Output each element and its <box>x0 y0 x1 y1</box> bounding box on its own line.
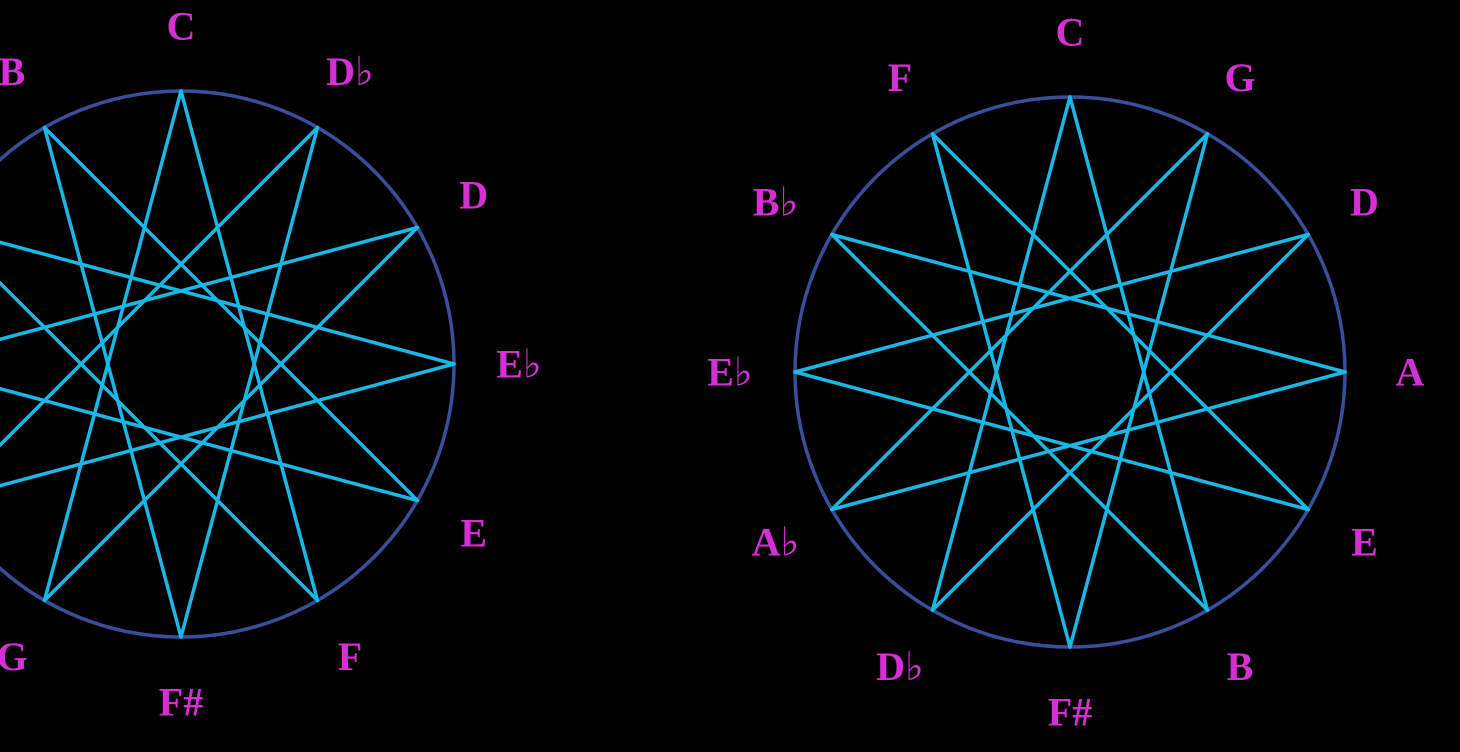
circle-of-fifths-diagram: C G D A E B F# D♭ A♭ E♭ B♭ F <box>707 10 1424 735</box>
star-edge <box>0 280 320 603</box>
note-label: F <box>888 55 912 100</box>
star-edge <box>793 232 1310 374</box>
star-edge <box>42 125 420 503</box>
note-label: F# <box>159 680 203 725</box>
note-label: E♭ <box>707 350 753 395</box>
star-edge <box>0 125 320 448</box>
star-edge <box>179 125 320 639</box>
note-label: G <box>1224 55 1255 100</box>
note-label: B <box>0 49 25 94</box>
note-label: B <box>1227 644 1254 689</box>
star-edge <box>830 132 1210 512</box>
note-label: E <box>1351 520 1378 565</box>
star-edge <box>42 125 183 639</box>
note-label: E <box>460 511 487 556</box>
star-edge <box>0 225 420 342</box>
note-label: G <box>0 634 28 679</box>
star-edge <box>930 132 1310 512</box>
note-label: F <box>338 634 362 679</box>
star-edge <box>1068 132 1210 649</box>
note-label: C <box>1056 10 1085 55</box>
note-label: D♭ <box>326 49 374 94</box>
note-label: B♭ <box>753 180 799 225</box>
star-edge <box>930 132 1072 649</box>
note-label: E♭ <box>496 342 542 387</box>
chromatic-circle-diagram: CD♭DE♭EFF#GA♭AB♭B <box>0 4 542 725</box>
star-edge <box>42 225 420 603</box>
note-label: D♭ <box>876 644 924 689</box>
star-edge <box>42 89 183 603</box>
outer-circle <box>793 95 1347 649</box>
star-edge <box>0 362 456 488</box>
note-label: D <box>459 173 488 218</box>
note-label: F# <box>1048 690 1092 735</box>
note-label: C <box>167 4 196 49</box>
star-edge <box>830 232 1210 612</box>
star-edge <box>930 232 1310 612</box>
star-edge <box>830 232 1347 374</box>
note-label: A♭ <box>752 520 800 565</box>
star-edge <box>179 89 320 603</box>
star-edge <box>0 240 456 366</box>
star-edge <box>830 370 1347 512</box>
star-edge <box>1068 95 1210 612</box>
note-label: D <box>1350 180 1379 225</box>
star-edge <box>793 370 1310 512</box>
note-label: A <box>1396 350 1425 395</box>
outer-circle <box>0 89 456 639</box>
star-edge <box>0 386 420 503</box>
star-edge <box>930 95 1072 612</box>
